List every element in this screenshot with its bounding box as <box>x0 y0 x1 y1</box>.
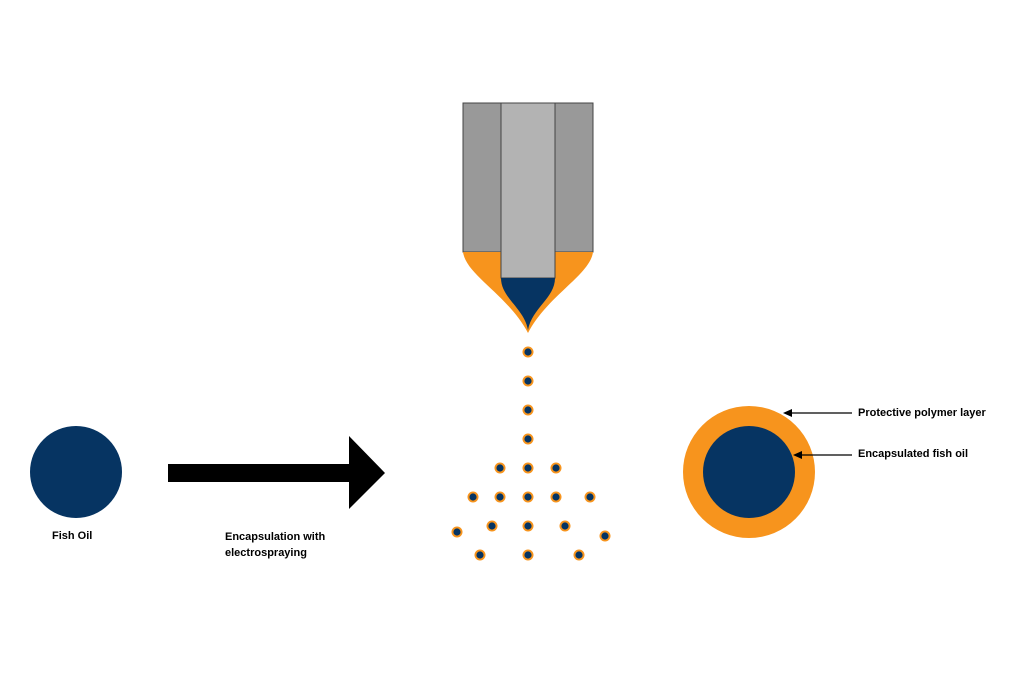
spray-droplet-core <box>476 551 484 559</box>
polymer-callout-arrow <box>783 409 852 417</box>
spray-droplet-core <box>524 348 532 356</box>
spray-droplets <box>451 346 611 561</box>
spray-droplet-core <box>524 551 532 559</box>
oil-callout-arrow <box>793 451 852 459</box>
spray-droplet-core <box>524 464 532 472</box>
spray-droplet-core <box>469 493 477 501</box>
spray-droplet-core <box>524 522 532 530</box>
coaxial-nozzle <box>462 102 594 333</box>
spray-droplet-core <box>524 493 532 501</box>
spray-droplet-core <box>453 528 461 536</box>
spray-droplet-core <box>586 493 594 501</box>
nozzle-outer-right <box>554 102 594 253</box>
encapsulated-particle <box>683 406 815 538</box>
process-arrow <box>168 436 385 509</box>
nozzle-outer-left <box>462 102 502 253</box>
spray-droplet-core <box>552 464 560 472</box>
nozzle-inner-needle <box>500 102 556 279</box>
spray-droplet-core <box>601 532 609 540</box>
spray-droplet-core <box>496 464 504 472</box>
spray-droplet-core <box>488 522 496 530</box>
spray-droplet-core <box>552 493 560 501</box>
encapsulated-oil-core <box>703 426 795 518</box>
polymer-layer-label: Protective polymer layer <box>858 407 986 419</box>
encapsulated-oil-label: Encapsulated fish oil <box>858 448 969 460</box>
spray-droplet-core <box>524 406 532 414</box>
spray-droplet-core <box>496 493 504 501</box>
fish-oil-droplet <box>30 426 122 518</box>
spray-droplet-core <box>524 377 532 385</box>
process-label-line2: electrospraying <box>225 547 307 559</box>
spray-droplet-core <box>575 551 583 559</box>
spray-droplet-core <box>561 522 569 530</box>
oil-meniscus <box>501 278 555 330</box>
spray-droplet-core <box>524 435 532 443</box>
fish-oil-label: Fish Oil <box>52 530 93 542</box>
process-label-line1: Encapsulation with <box>225 531 326 543</box>
